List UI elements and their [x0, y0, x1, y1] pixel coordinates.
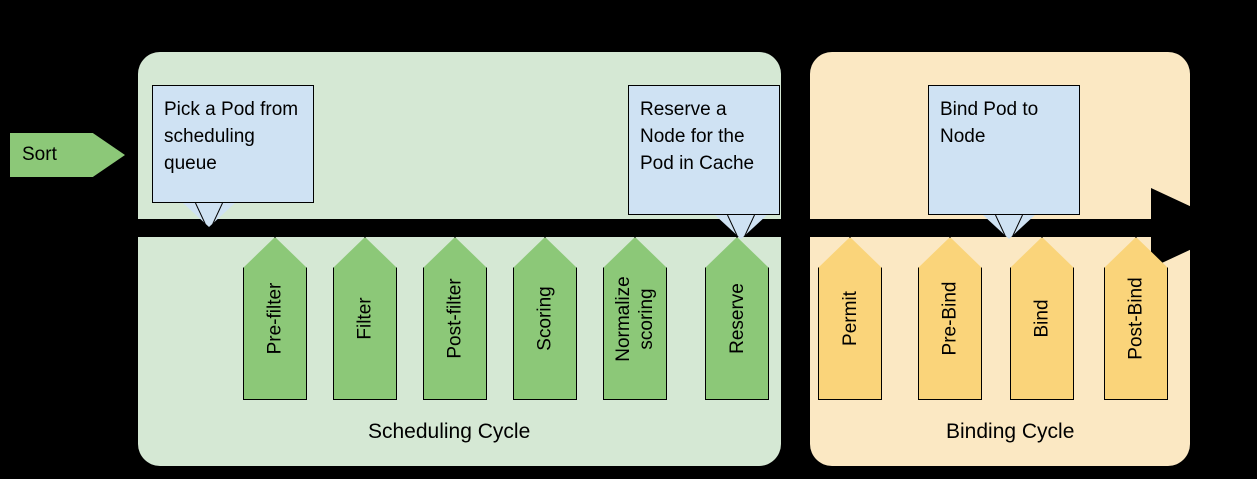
plugin-label-permit: Permit [839, 291, 861, 346]
sort-stage-label: Sort [22, 144, 57, 165]
plugin-label-reserve: Reserve [726, 283, 748, 354]
plugin-arrow-post-bind: Post-Bind [1104, 237, 1168, 400]
plugin-label-post-bind: Post-Bind [1125, 277, 1147, 360]
callout-bind-pod-text: Bind Pod to Node [940, 99, 1039, 147]
plugin-label-bind: Bind [1031, 299, 1053, 338]
plugin-label-post-filter: Post-filter [444, 278, 466, 359]
plugin-arrow-pre-filter: Pre-filter [243, 237, 307, 400]
timeline-bar [138, 219, 1151, 237]
plugin-arrow-filter: Filter [333, 237, 397, 400]
plugin-label-filter: Filter [354, 297, 376, 340]
binding-cycle-caption: Binding Cycle [946, 420, 1075, 443]
callout-pick-pod: Pick a Pod from scheduling queue [152, 85, 314, 227]
callout-reserve-node: Reserve a Node for the Pod in Cache [628, 85, 780, 239]
plugin-arrow-permit: Permit [818, 237, 882, 400]
plugin-arrow-scoring: Scoring [513, 237, 577, 400]
sort-stage-arrow: Sort [10, 133, 125, 177]
plugin-label-pre-filter: Pre-filter [264, 282, 286, 355]
plugin-label-scoring: Scoring [534, 286, 556, 351]
plugin-arrow-post-filter: Post-filter [423, 237, 487, 400]
callout-reserve-node-text: Reserve a Node for the Pod in Cache [640, 99, 755, 174]
plugin-label-pre-bind: Pre-Bind [939, 281, 961, 356]
plugin-arrow-bind: Bind [1010, 237, 1074, 400]
timeline-arrowhead-icon [1151, 188, 1237, 268]
callout-pick-pod-text: Pick a Pod from scheduling queue [164, 99, 299, 174]
plugin-label-normalize-scoring: Normalize scoring [613, 275, 657, 362]
callout-bind-pod: Bind Pod to Node [928, 85, 1080, 239]
plugin-arrow-reserve: Reserve [705, 237, 769, 400]
scheduling-cycle-caption: Scheduling Cycle [368, 420, 531, 443]
plugin-arrow-normalize-scoring: Normalize scoring [603, 237, 667, 400]
plugin-arrow-pre-bind: Pre-Bind [918, 237, 982, 400]
